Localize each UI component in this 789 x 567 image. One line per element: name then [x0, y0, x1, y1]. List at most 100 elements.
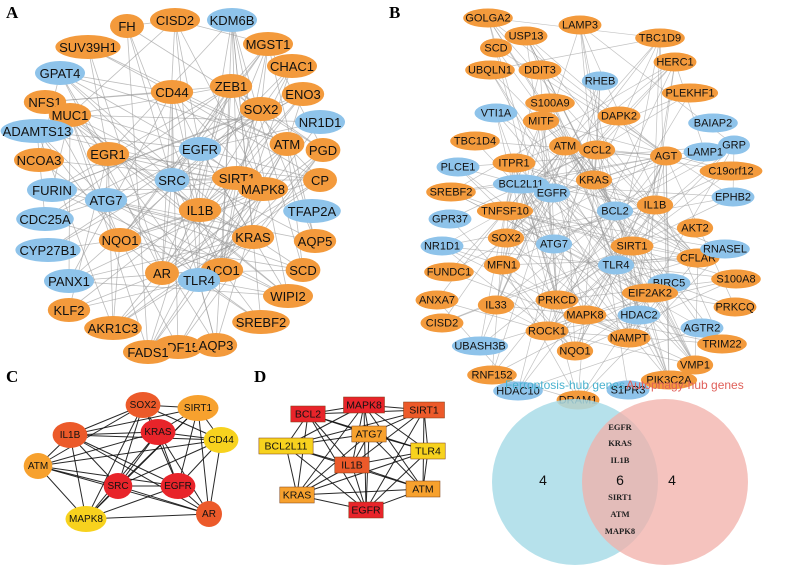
network-b-node-label: UBASH3B	[454, 341, 505, 353]
network-b-edge	[694, 257, 699, 366]
network-a-node-pgd: PGD	[305, 138, 341, 162]
network-a-node-label: MUC1	[52, 108, 89, 123]
network-d-node-shape	[348, 501, 384, 519]
venn-gene: SIRT1	[608, 492, 632, 502]
network-a-edge	[87, 46, 109, 155]
network-d-node-egfr: EGFR	[348, 501, 384, 519]
network-a-node-label: AKR1C3	[88, 321, 139, 336]
network-b-node-shape	[535, 234, 573, 254]
network-a-edge	[68, 279, 200, 311]
network-b-edge	[436, 299, 548, 332]
network-b-node-shape	[504, 26, 548, 46]
network-b-node-shape	[697, 334, 747, 354]
network-b-node-shape	[640, 370, 698, 390]
network-b-node-shape	[492, 153, 536, 173]
network-a-edge	[161, 149, 324, 274]
network-b-node-label: VMP1	[680, 360, 710, 372]
network-a-edge	[105, 199, 289, 297]
panel-label-c: C	[6, 367, 18, 386]
network-d-node-bcl2l11: BCL2L11	[258, 437, 314, 455]
network-b-node-label: AGT	[655, 151, 678, 163]
network-b-node-label: AGTR2	[684, 323, 721, 335]
network-b-edge	[513, 162, 579, 401]
network-a-node-egfr: EGFR	[178, 137, 222, 161]
network-b-edge	[505, 37, 661, 239]
network-c-node-mapk8: MAPK8	[65, 506, 107, 532]
network-d-node-label: ATM	[412, 484, 433, 496]
network-a-node-aqp3: AQP3	[194, 333, 238, 357]
network-b-edge	[551, 192, 670, 284]
network-a-node-cyp27b1: CYP27B1	[15, 238, 81, 262]
network-a-edge	[126, 25, 223, 271]
network-a-edge	[126, 25, 173, 181]
network-b-edge	[596, 61, 676, 151]
network-b-node-label: TNFSF10	[481, 206, 529, 218]
network-b-node-shape	[487, 228, 525, 248]
network-a-node-shape	[239, 97, 283, 121]
network-c-node-label: IL1B	[60, 430, 81, 441]
network-d-node-label: MAPK8	[346, 400, 382, 412]
network-a-node-shape	[231, 225, 275, 249]
network-a-node-label: KRAS	[235, 230, 271, 245]
venn-count-overlap: 6	[616, 472, 624, 488]
network-b-edge	[441, 245, 630, 339]
network-a-node-label: KDM6B	[210, 13, 255, 28]
network-b-node-label: ATG7	[540, 239, 568, 251]
network-b-node-shape	[680, 318, 724, 338]
network-d-edge	[351, 409, 425, 466]
network-a-node-label: SREBF2	[236, 315, 287, 330]
network-a-edge	[171, 91, 321, 181]
network-b-node-mitf: MITF	[522, 111, 560, 131]
network-b-edge	[577, 248, 726, 401]
network-b-edge	[540, 120, 558, 301]
network-d-node-kras: KRAS	[279, 486, 315, 504]
network-d-node-il1b: IL1B	[334, 456, 370, 474]
network-b-node-rheb: RHEB	[581, 71, 619, 91]
network-d-node-mapk8: MAPK8	[343, 396, 385, 414]
network-b-node-label: TBC1D9	[639, 33, 681, 45]
network-b-node-shape	[607, 328, 651, 348]
network-a-node-nr1d1: NR1D1	[295, 110, 345, 134]
network-b-node-ubash3b: UBASH3B	[451, 336, 509, 356]
network-a-node-shape	[98, 228, 142, 252]
network-a-node-label: PANX1	[48, 274, 90, 289]
venn-diagram: Ferroptosis-hub genes Autophagy-hub gene…	[492, 378, 748, 565]
network-b-node-label: UBQLN1	[468, 65, 512, 77]
network-a-edge	[68, 188, 264, 282]
network-b-node-il33: IL33	[477, 295, 515, 315]
network-b-node-label: SOX2	[491, 233, 520, 245]
network-b-node-label: VTI1A	[481, 108, 512, 120]
network-b-edge	[546, 80, 601, 332]
network-b-edge	[546, 61, 676, 332]
network-b-edge	[553, 179, 595, 245]
network-c-edge	[37, 439, 222, 467]
network-c-node-il1b: IL1B	[52, 422, 88, 448]
network-a-node-shape	[194, 333, 238, 357]
network-a-node-shape	[177, 268, 221, 292]
network-b-node-sox2: SOX2	[487, 228, 525, 248]
network-b-node-plekhf1: PLEKHF1	[661, 83, 719, 103]
network-a-node-klf2: KLF2	[47, 298, 91, 322]
network-d-node-sirt1: SIRT1	[403, 401, 445, 419]
network-a-edge	[69, 85, 232, 116]
network-b-edge	[584, 314, 723, 345]
network-a-node-srebf2: SREBF2	[232, 310, 290, 334]
network-a-edge	[199, 43, 269, 211]
network-a-node-label: MAPK8	[241, 182, 285, 197]
network-a-node-label: SCD	[289, 263, 316, 278]
network-b-node-fundc1: FUNDC1	[424, 262, 474, 282]
network-b-node-label: FUNDC1	[427, 267, 472, 279]
network-c-node-cd44: CD44	[203, 427, 239, 453]
network-b-edge	[513, 92, 691, 164]
network-a-node-shape	[295, 110, 345, 134]
network-a-node-fads1: FADS1	[123, 340, 173, 364]
network-a-node-shape	[84, 188, 128, 212]
network-b-node-label: PRKCD	[538, 295, 577, 307]
network-b-node-shape	[635, 28, 685, 48]
network-b-node-label: GOLGA2	[465, 13, 510, 25]
network-b-node-ephb2: EPHB2	[711, 187, 755, 207]
network-a-node-cisd2: CISD2	[150, 8, 200, 32]
network-b-node-shape	[596, 201, 634, 221]
network-a-node-egr1: EGR1	[86, 142, 130, 166]
